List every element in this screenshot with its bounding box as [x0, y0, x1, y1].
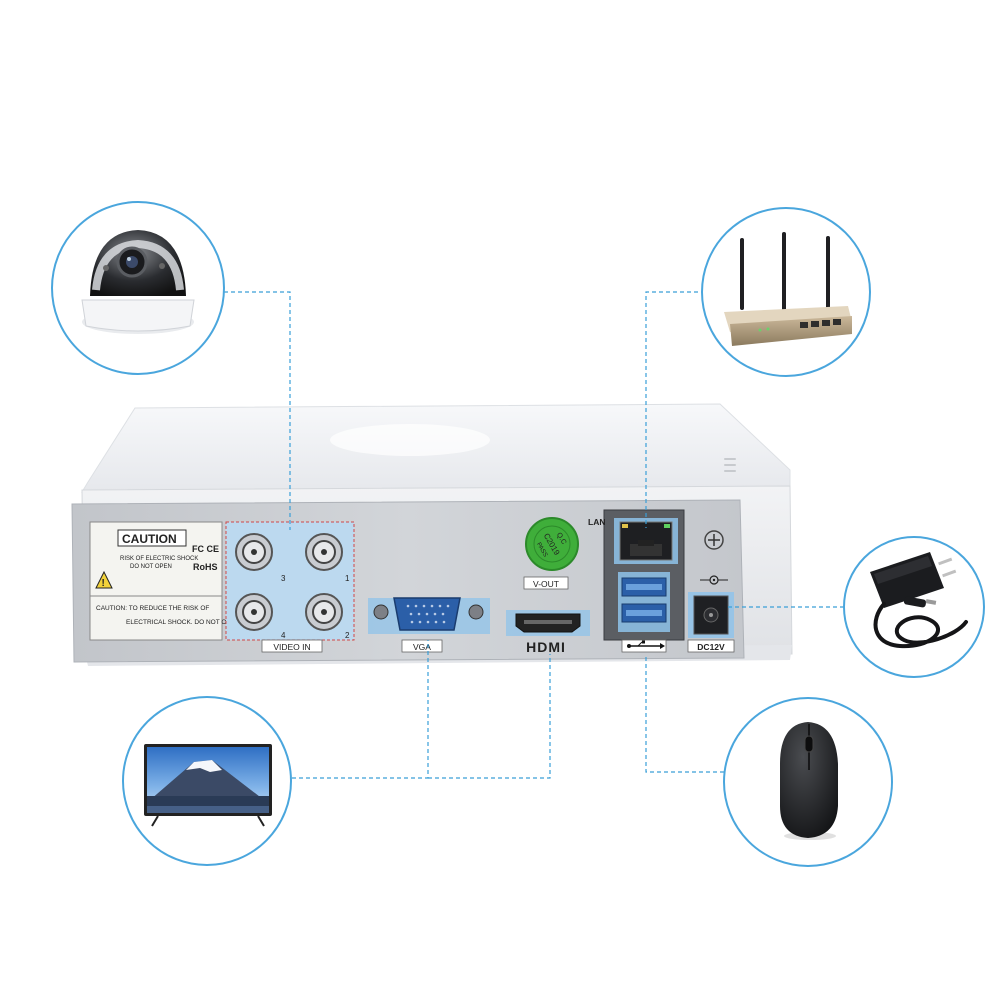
lan-label: LAN — [588, 517, 605, 527]
guide-line-hdmi — [428, 654, 551, 779]
caution-instruction: DO NOT OPEN — [130, 564, 172, 570]
power-adapter-icon — [870, 552, 968, 649]
usb-mouse-circle — [723, 697, 893, 867]
monitor-circle — [122, 696, 292, 866]
vga-port: VGA — [368, 597, 490, 653]
caution-note-line2: ELECTRICAL SHOCK. DO NOT OPEN — [126, 619, 240, 626]
channel-number: 1 — [345, 574, 350, 583]
dc12v-label: DC12V — [697, 642, 725, 652]
fc-ce-marks: FC CE — [192, 544, 219, 554]
ground-screw-icon — [704, 530, 724, 550]
dvr-device: CAUTION ! RISK OF ELECTRIC SHOCK DO NOT … — [71, 403, 793, 666]
guide-line-camera — [224, 291, 291, 530]
video-in-ports: 3 1 4 2 VIDEO IN — [225, 521, 355, 653]
monitor-icon — [144, 744, 272, 827]
usb-mouse-icon — [780, 722, 838, 840]
bnc-connector — [305, 533, 343, 571]
dome-camera-icon — [81, 230, 195, 334]
caution-title: CAUTION — [122, 532, 177, 546]
hdmi-port: HDMI — [506, 610, 590, 655]
bnc-connector — [305, 593, 343, 631]
wifi-router-circle — [701, 207, 871, 377]
usb-symbol-icon — [621, 639, 667, 653]
dc-polarity-icon — [700, 575, 728, 585]
v-out-label: V-OUT — [533, 579, 559, 589]
caution-note-line1: CAUTION: TO REDUCE THE RISK OF — [96, 605, 209, 612]
lan-port — [614, 518, 678, 564]
channel-number: 2 — [345, 631, 350, 640]
usb-ports — [618, 572, 670, 632]
dc-power-jack: DC12V — [687, 592, 735, 653]
dome-camera-circle — [51, 201, 225, 375]
warning-icon — [95, 570, 113, 589]
bnc-connector — [235, 533, 273, 571]
power-adapter-circle — [843, 536, 985, 678]
wifi-router-icon — [724, 232, 852, 346]
lan-usb-block: LAN — [588, 509, 685, 653]
guide-lines — [224, 291, 846, 779]
qc-pass-sticker: Q.C C2019 PASS V-OUT — [523, 517, 579, 590]
caution-label: CAUTION ! RISK OF ELECTRIC SHOCK DO NOT … — [89, 521, 240, 641]
caution-warning: RISK OF ELECTRIC SHOCK — [120, 556, 198, 562]
rohs-mark: RoHS — [193, 562, 218, 572]
vga-label: VGA — [413, 642, 431, 652]
svg-text:!: ! — [102, 578, 105, 589]
bnc-connector — [235, 593, 273, 631]
video-in-label: VIDEO IN — [273, 642, 310, 652]
guide-line-mouse — [645, 654, 724, 773]
channel-number: 3 — [281, 574, 286, 583]
channel-number: 4 — [281, 631, 286, 640]
guide-line-router — [645, 291, 705, 528]
hdmi-label: HDMI — [526, 639, 566, 655]
